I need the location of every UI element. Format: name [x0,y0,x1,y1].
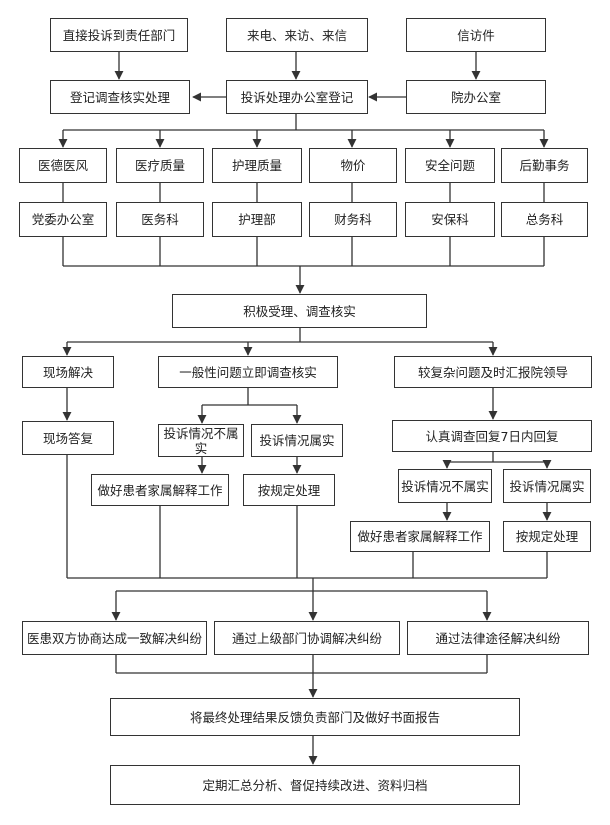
node-dept-nursing: 护理部 [212,202,302,237]
node-dept-medical: 医务科 [116,202,204,237]
node-general-not-true: 投诉情况不属实 [158,424,244,457]
node-summary-archive: 定期汇总分析、督促持续改进、资料归档 [110,765,520,805]
node-category-price: 物价 [309,148,397,183]
node-hospital-office: 院办公室 [406,80,546,114]
node-phone-visit-letter: 来电、来访、来信 [226,18,368,52]
node-category-quality: 医疗质量 [116,148,204,183]
node-serious-investigation: 认真调查回复7日内回复 [392,420,592,452]
node-general-issue: 一般性问题立即调查核实 [158,356,338,388]
node-petition-letter: 信访件 [406,18,546,52]
node-feedback-report: 将最终处理结果反馈负责部门及做好书面报告 [110,698,520,736]
node-dept-party-office: 党委办公室 [19,202,107,237]
node-category-nursing: 护理质量 [212,148,302,183]
node-dept-general-affairs: 总务科 [501,202,588,237]
node-general-true: 投诉情况属实 [251,424,343,457]
node-dept-finance: 财务科 [309,202,397,237]
node-register-investigate: 登记调查核实处理 [50,80,190,114]
node-complex-not-true: 投诉情况不属实 [398,469,492,503]
node-category-ethics: 医德医风 [19,148,107,183]
node-complex-handle-by-rules: 按规定处理 [503,521,591,552]
node-general-handle-by-rules: 按规定处理 [243,474,335,506]
node-complex-explain: 做好患者家属解释工作 [350,521,490,552]
node-general-explain: 做好患者家属解释工作 [91,474,229,506]
node-accept-verify: 积极受理、调查核实 [172,294,427,328]
node-negotiate: 医患双方协商达成一致解决纠纷 [22,621,207,655]
node-complaint-office: 投诉处理办公室登记 [226,80,368,114]
node-superior-coordination: 通过上级部门协调解决纠纷 [214,621,400,655]
node-onsite-resolve: 现场解决 [22,356,114,388]
node-direct-complaint: 直接投诉到责任部门 [50,18,188,52]
node-dept-security: 安保科 [405,202,495,237]
node-category-safety: 安全问题 [405,148,495,183]
node-category-logistics: 后勤事务 [501,148,588,183]
node-legal-route: 通过法律途径解决纠纷 [407,621,589,655]
node-complex-issue: 较复杂问题及时汇报院领导 [394,356,592,388]
node-complex-true: 投诉情况属实 [503,469,591,503]
node-onsite-reply: 现场答复 [22,421,114,455]
